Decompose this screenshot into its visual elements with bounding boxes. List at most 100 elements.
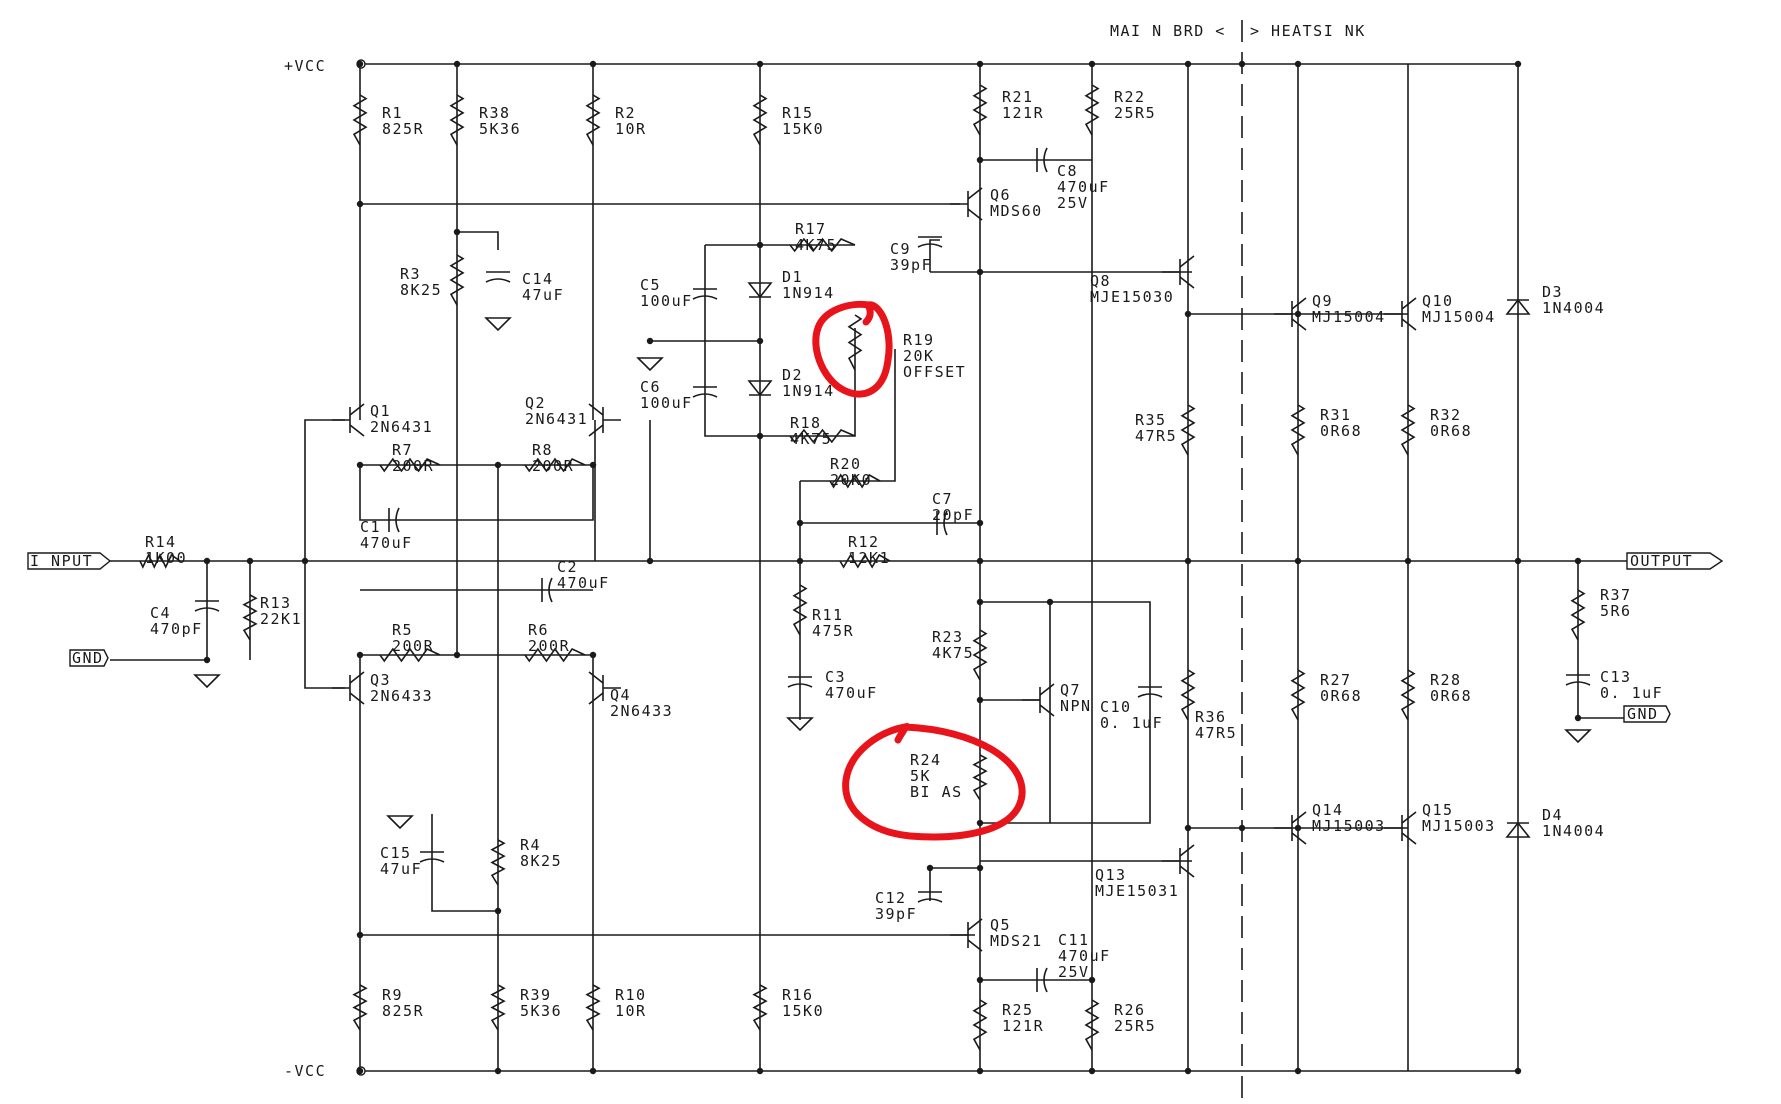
r28-label-0: R28: [1430, 671, 1462, 689]
q6-transistor-emitter: [967, 208, 983, 221]
junction-dot: [494, 1067, 502, 1075]
heatsink-label: > HEATSI NK: [1250, 22, 1366, 40]
junction-dot: [976, 557, 984, 565]
r27-resistor: [1290, 669, 1306, 721]
components: [139, 59, 1592, 1076]
r13-label-1: 22K1: [260, 610, 302, 628]
r5-label-0: R5: [392, 621, 413, 639]
junction-dot: [494, 461, 502, 469]
q14-label-0: Q14: [1312, 801, 1344, 819]
r23-label-0: R23: [932, 628, 964, 646]
junction-dot: [756, 60, 764, 68]
r12-label-0: R12: [848, 533, 880, 551]
r38-resistor: [449, 94, 465, 146]
c7-label-1: 20pF: [932, 506, 974, 524]
r19-label-0: R19: [903, 331, 935, 349]
r24-label-1: 5K: [910, 767, 931, 785]
q4-transistor-collector: [588, 671, 604, 684]
junction-dot: [1184, 60, 1192, 68]
r17-label-0: R17: [795, 220, 827, 238]
junction-dot: [453, 228, 461, 236]
r37-label-1: 5R6: [1600, 602, 1632, 620]
c4-label-0: C4: [150, 604, 171, 622]
c10-capacitor-plate: [1137, 693, 1163, 698]
c15-label-0: C15: [380, 844, 412, 862]
q3-label-0: Q3: [370, 671, 391, 689]
q9-transistor-emitter: [1291, 318, 1307, 331]
input-port-label: I NPUT: [30, 552, 93, 570]
c9-label-1: 39pF: [890, 256, 932, 274]
junction-dot: [1514, 60, 1522, 68]
q14-transistor-collector: [1291, 811, 1307, 824]
d4-diode: [1505, 821, 1531, 838]
r27-label-0: R27: [1320, 671, 1352, 689]
junction-dot: [1294, 557, 1302, 565]
r10-label-0: R10: [615, 986, 647, 1004]
r35-label-0: R35: [1135, 411, 1167, 429]
r7-label-1: 200R: [392, 457, 434, 475]
junction-dot: [589, 651, 597, 659]
part-labels: R1825RR385K36R210RR1515K0R21121RR2225R5C…: [145, 88, 1663, 1035]
q15-label-0: Q15: [1422, 801, 1454, 819]
q5-label-0: Q5: [990, 916, 1011, 934]
r11-label-0: R11: [812, 606, 844, 624]
wire: [304, 561, 345, 689]
q5-transistor-emitter: [967, 939, 983, 952]
gnd-port-left-label: GND: [72, 649, 104, 667]
wire: [359, 465, 594, 521]
c7-label-0: C7: [932, 490, 953, 508]
c12-capacitor-plate: [917, 898, 943, 903]
c3-ground: [786, 717, 814, 732]
junction-dot: [756, 432, 764, 440]
q15-transistor-emitter: [1401, 832, 1417, 845]
output-ground: [1564, 729, 1592, 744]
junction-dot: [356, 60, 364, 68]
r15-resistor: [752, 94, 768, 146]
q6-label-0: Q6: [990, 186, 1011, 204]
q7-label-1: NPN: [1060, 697, 1092, 715]
c4-label-1: 470pF: [150, 620, 203, 638]
r36-label-0: R36: [1195, 708, 1227, 726]
c15-label-1: 47uF: [380, 860, 422, 878]
c5-label-1: 100uF: [640, 292, 693, 310]
junction-dot: [356, 1067, 364, 1075]
q8-label-1: MJE15030: [1090, 288, 1174, 306]
q1-label-0: Q1: [370, 402, 391, 420]
r23-resistor: [972, 629, 988, 681]
junction-dot: [1574, 557, 1582, 565]
c2-label-0: C2: [557, 558, 578, 576]
junction-dot: [203, 557, 211, 565]
wire: [304, 419, 345, 561]
c11-label-2: 25V: [1058, 963, 1090, 981]
junction-dot: [756, 337, 764, 345]
r7-resistor: [379, 457, 441, 473]
c10-label-1: 0. 1uF: [1100, 714, 1163, 732]
r9-label-0: R9: [382, 986, 403, 1004]
c6-capacitor-plate: [692, 393, 718, 398]
q8-transistor-emitter: [1179, 276, 1195, 289]
junction-dot: [356, 200, 364, 208]
q9-transistor-collector: [1291, 297, 1307, 310]
q2-transistor-emitter: [588, 424, 604, 437]
c5-label-0: C5: [640, 276, 661, 294]
c1-label-0: C1: [360, 518, 381, 536]
r1-resistor: [352, 94, 368, 146]
q13-transistor-emitter: [1179, 865, 1195, 878]
r18-label-1: 4K75: [790, 430, 832, 448]
q13-transistor-collector: [1179, 844, 1195, 857]
c14-ground: [484, 317, 512, 332]
r11-label-1: 475R: [812, 622, 854, 640]
c2-capacitor-plate: [548, 577, 553, 603]
c5-c6-ground: [636, 357, 664, 372]
q9-label-1: MJ15004: [1312, 308, 1386, 326]
r8-label-0: R8: [532, 441, 553, 459]
q1-transistor-collector: [349, 403, 365, 416]
c5-capacitor-plate: [692, 295, 718, 300]
gnd-port-right: GND: [1623, 705, 1671, 723]
q6-transistor-collector: [967, 187, 983, 200]
c2-label-1: 470uF: [557, 574, 610, 592]
junction-dot: [1404, 557, 1412, 565]
gnd-port-left: GND: [69, 649, 109, 667]
c11-label-0: C11: [1058, 931, 1090, 949]
c13-label-1: 0. 1uF: [1600, 684, 1663, 702]
